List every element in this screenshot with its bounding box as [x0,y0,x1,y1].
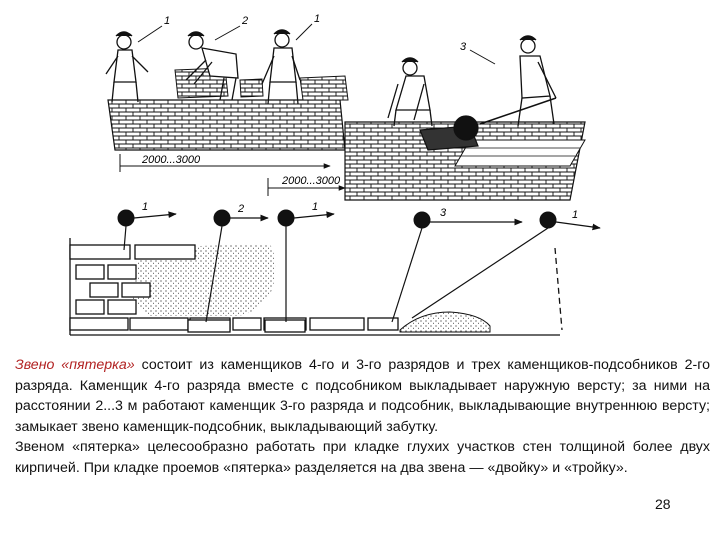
caption-text: Звено «пятерка» состоит из каменщиков 4-… [15,355,710,479]
callout-number-1-top-a: 1 [164,15,170,27]
worker-5-figure [479,35,557,127]
plan-number-1-c: 1 [572,209,578,221]
worker-3-figure [261,29,301,105]
callout-number-1-top-b: 1 [314,13,320,25]
caption-paragraph-1: Звено «пятерка» состоит из каменщиков 4-… [15,355,710,437]
plan-worker-markers [117,209,557,229]
dimension-left [119,154,331,172]
right-wall-section [344,121,586,201]
caption-lead: Звено «пятерка» [15,357,135,373]
plan-worker-marker-d [413,211,431,229]
plan-number-1-b: 1 [312,201,318,213]
plan-number-1-a: 1 [142,201,148,213]
plan-number-3: 3 [440,207,447,219]
top-left-callouts [137,23,313,43]
left-wall-section [107,67,349,151]
plan-movement-arrows [133,211,601,231]
worker-2-figure [185,31,239,101]
dimension-right-label: 2000...3000 [281,175,341,187]
dimension-right [267,178,346,196]
plan-worker-marker-c [277,209,295,227]
plan-worker-marker-a [117,209,135,227]
mortar-box-figure [419,115,479,151]
plan-leaders [123,225,549,323]
callout-leader-3-top [469,49,496,65]
plan-view [69,238,563,336]
worker-1-figure [105,31,149,103]
callout-number-2-top: 2 [241,15,248,27]
plan-worker-marker-b [213,209,231,227]
caption-p1-rest: состоит из каменщиков 4-го и 3-го разряд… [15,357,711,435]
dimension-left-label: 2000...3000 [141,154,201,166]
brickwork-diagram: 1 2 1 2000...3000 3 2000. [69,13,601,336]
callout-number-3-top: 3 [460,41,467,53]
worker-4-figure [387,57,433,127]
plan-number-2: 2 [237,203,244,215]
caption-paragraph-2: Звеном «пятерка» целесообразно работать … [15,439,710,476]
page-number: 28 [655,496,671,512]
plan-worker-marker-e [539,211,557,229]
